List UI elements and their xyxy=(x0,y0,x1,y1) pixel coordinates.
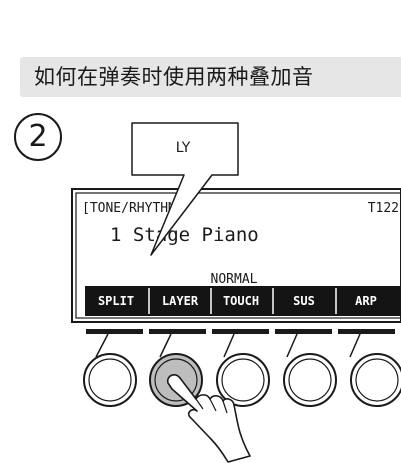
softkey-split: SPLIT xyxy=(98,294,134,308)
function-button-5[interactable] xyxy=(350,353,401,407)
softkey-sus: SUS xyxy=(293,294,315,308)
section-title: 如何在弹奏时使用两种叠加音 xyxy=(34,65,314,89)
callout-label: LY xyxy=(176,140,191,156)
lcd-tempo: T122 xyxy=(368,201,399,216)
function-button-4[interactable] xyxy=(283,353,337,407)
softkey-touch: TOUCH xyxy=(223,294,259,308)
callout-bubble xyxy=(131,122,239,256)
lcd-tone-name: 1 Stage Piano xyxy=(110,224,259,246)
button-bar-1 xyxy=(86,329,143,334)
button-bar-4 xyxy=(275,329,332,334)
button-bar-3 xyxy=(212,329,269,334)
button-bar-2 xyxy=(149,329,206,334)
step-number: 2 xyxy=(14,113,62,161)
button-bar-5 xyxy=(338,329,395,334)
section-header: 如何在弹奏时使用两种叠加音 xyxy=(20,57,401,97)
softkey-bar xyxy=(85,286,401,316)
softkey-layer: LAYER xyxy=(162,294,199,308)
lcd-status: NORMAL xyxy=(211,272,258,287)
lcd-mode-label: [TONE/RHYTHM] xyxy=(82,201,184,216)
finger-icon xyxy=(166,374,251,463)
function-button-3[interactable] xyxy=(216,353,270,407)
function-button-1[interactable] xyxy=(83,353,137,407)
softkey-arp: ARP xyxy=(355,294,377,308)
